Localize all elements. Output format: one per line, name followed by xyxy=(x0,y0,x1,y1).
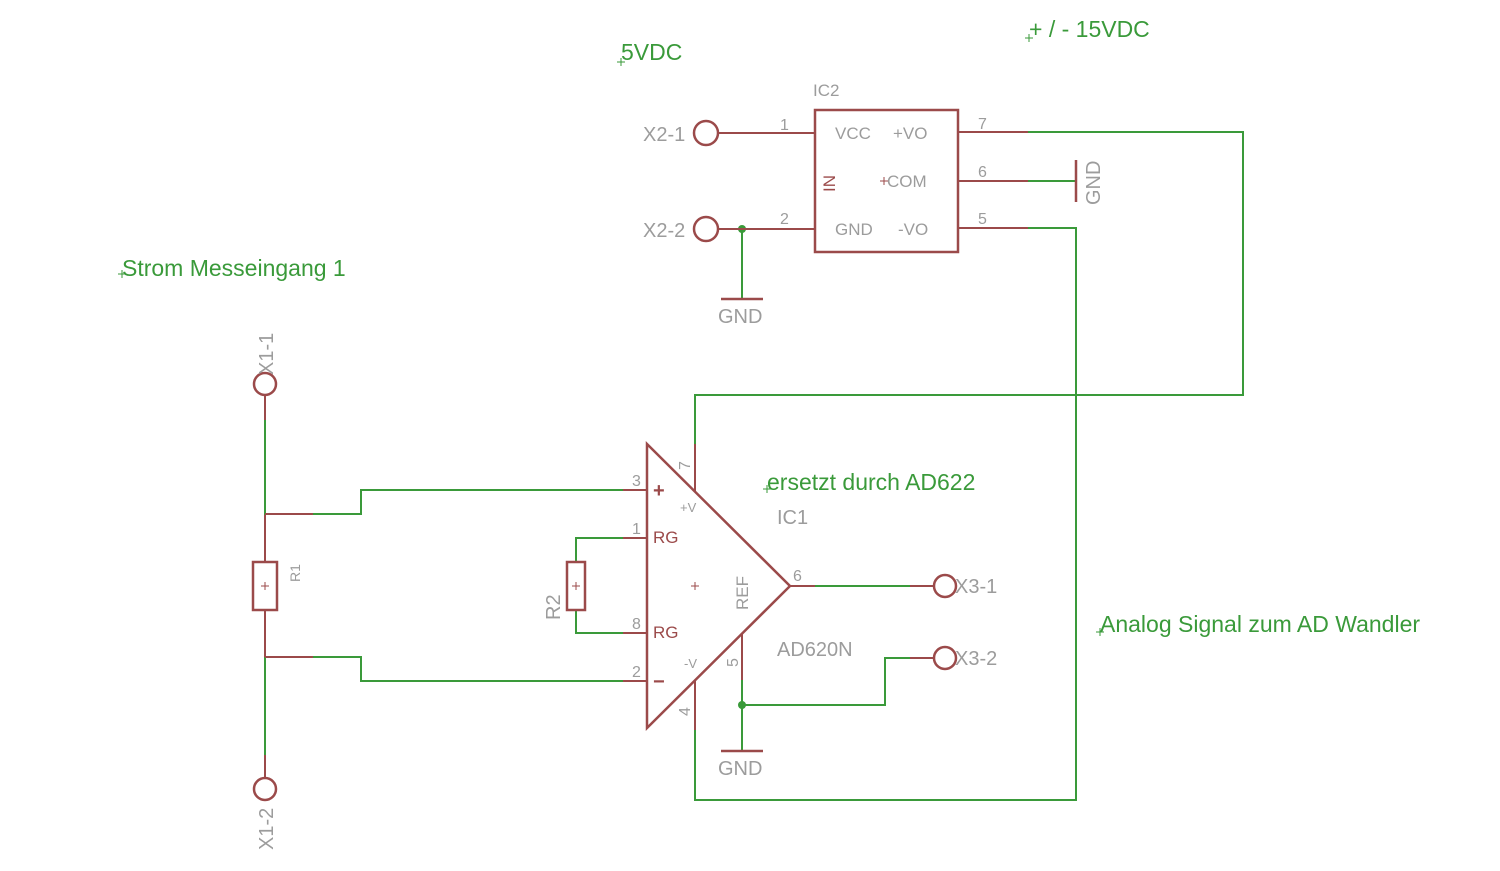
ic1-pv-label: +V xyxy=(680,500,697,515)
x3-2-pad[interactable] xyxy=(932,645,958,671)
x1-1-pad[interactable] xyxy=(252,371,278,397)
wire-pin2 xyxy=(313,656,623,682)
wire-r2-top xyxy=(575,537,623,562)
gnd-1-label: GND xyxy=(718,306,762,328)
ic1-ref-label: REF xyxy=(733,576,752,610)
wire-pin3 xyxy=(313,489,623,515)
r1-resistor[interactable]: R1 xyxy=(251,513,313,658)
r1-body xyxy=(251,560,279,612)
wire-plus-vo xyxy=(694,131,1244,444)
ic2-pin1-num: 1 xyxy=(780,117,789,134)
x3-1-pad[interactable] xyxy=(932,573,958,599)
ic2-gnd-label: GND xyxy=(835,220,873,239)
wire-r2-bot xyxy=(575,610,623,634)
x2-2-label: X2-2 xyxy=(643,220,685,242)
ic2-vcc-label: VCC xyxy=(835,124,871,143)
x1-2-pad[interactable] xyxy=(252,776,278,802)
x2-1-label: X2-1 xyxy=(643,124,685,146)
connectors: X2-1 X2-2 X1-1 X1-2 X3-1 X3-2 xyxy=(252,119,997,850)
x3-2-label: X3-2 xyxy=(955,648,997,670)
junction-ref xyxy=(738,701,746,709)
x1-2-label: X1-2 xyxy=(256,808,278,850)
r1-label: R1 xyxy=(287,564,303,582)
note-ersetzt: ersetzt durch AD622 xyxy=(767,469,975,495)
wire-minus-vo xyxy=(694,227,1077,801)
ic2-in-label: IN xyxy=(820,175,839,192)
ic2-nvo-label: -VO xyxy=(898,220,928,239)
ic2-name: IC2 xyxy=(813,81,839,100)
ic2-component[interactable]: 1 2 7 6 5 IC2 VCC GND +VO COM -VO IN xyxy=(718,81,1028,254)
ic1-pin6-num: 6 xyxy=(793,568,802,585)
notes: 5VDC + / - 15VDC Strom Messeingang 1 ers… xyxy=(118,16,1420,637)
ic2-com-label: COM xyxy=(887,172,927,191)
r2-resistor[interactable]: R2 xyxy=(543,560,587,620)
note-strom: Strom Messeingang 1 xyxy=(122,255,346,281)
wire-x3-2 xyxy=(742,657,910,706)
ic1-rg2-label: RG xyxy=(653,623,679,642)
ic1-pin1-num: 1 xyxy=(632,521,641,538)
r2-body xyxy=(565,560,587,612)
ic1-pin3-num: 3 xyxy=(632,473,641,490)
ic1-minus-symbol: − xyxy=(653,671,665,693)
wires xyxy=(264,131,1244,801)
gnd-3-label: GND xyxy=(718,758,762,780)
note-5vdc: 5VDC xyxy=(621,39,682,65)
gnd-symbols: GND GND GND xyxy=(718,160,1105,780)
ic1-plus-symbol: + xyxy=(653,480,665,502)
x1-1-label: X1-1 xyxy=(256,333,278,375)
ic2-pin5-num: 5 xyxy=(978,211,987,228)
ic1-pin8-num: 8 xyxy=(632,616,641,633)
ic1-pin5-num: 5 xyxy=(725,658,742,667)
ic2-pvo-label: +VO xyxy=(893,124,928,143)
ic1-rg1-label: RG xyxy=(653,528,679,547)
ic1-name: IC1 xyxy=(777,507,808,529)
note-analog: Analog Signal zum AD Wandler xyxy=(1100,611,1420,637)
r2-label: R2 xyxy=(543,594,565,620)
ic1-nv-label: -V xyxy=(684,656,697,671)
ic2-pin2-num: 2 xyxy=(780,211,789,228)
ic1-component[interactable]: 3 1 8 2 6 7 4 5 + − +V -V RG RG REF IC1 … xyxy=(623,440,853,732)
ic2-pin7-num: 7 xyxy=(978,116,987,133)
ic2-pin6-num: 6 xyxy=(978,164,987,181)
ic1-pin4-num: 4 xyxy=(677,707,694,716)
ic1-value: AD620N xyxy=(777,639,853,661)
gnd-2-label: GND xyxy=(1083,161,1105,205)
x3-1-label: X3-1 xyxy=(955,576,997,598)
note-15vdc: + / - 15VDC xyxy=(1029,16,1150,42)
x2-2-pad[interactable] xyxy=(692,215,720,243)
ic1-pin7-num: 7 xyxy=(677,461,694,470)
ic1-pin2-num: 2 xyxy=(632,664,641,681)
ic1-body xyxy=(645,440,792,732)
x2-1-pad[interactable] xyxy=(692,119,720,147)
